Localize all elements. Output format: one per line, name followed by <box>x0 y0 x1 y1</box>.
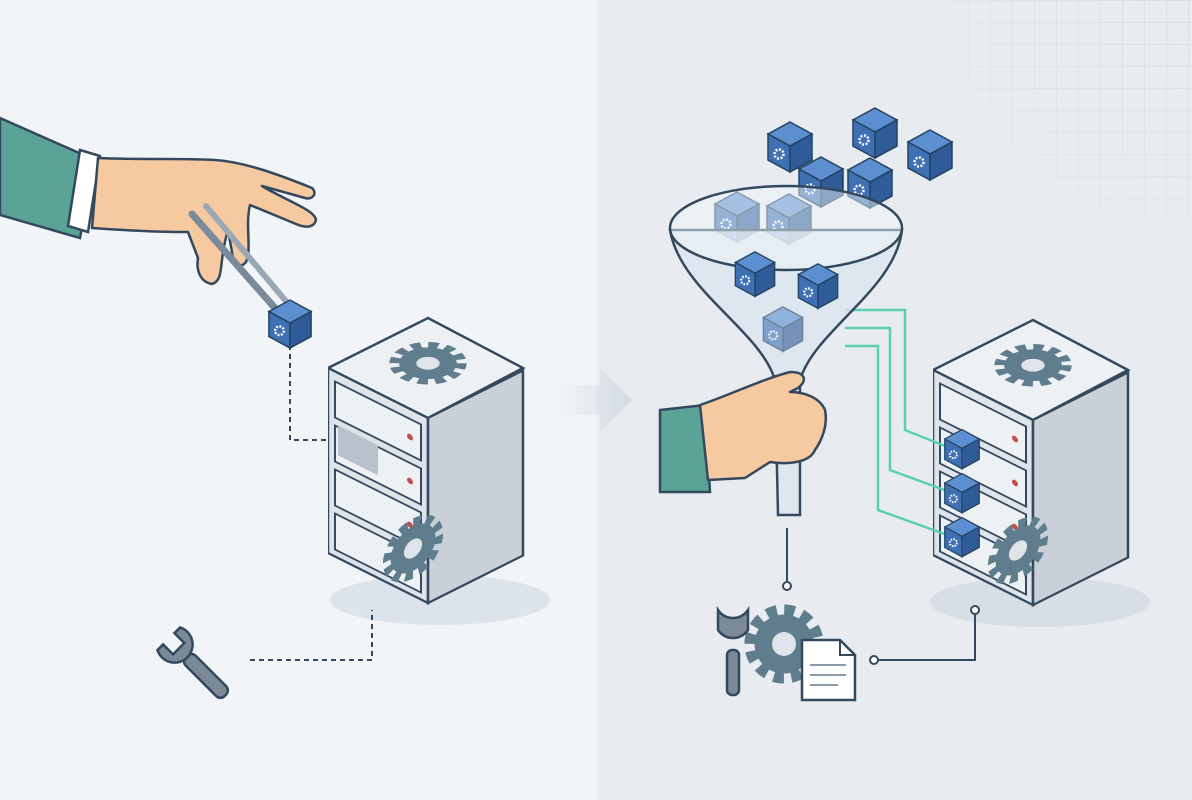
connector-line <box>876 612 976 661</box>
open-drawer-slot <box>338 425 378 476</box>
hand-icon <box>658 370 827 494</box>
dashed-connector <box>289 345 330 441</box>
connector-dot <box>970 605 980 615</box>
arrow-right-icon <box>550 368 632 432</box>
tweezers-icon <box>188 203 293 320</box>
server-shadow <box>330 575 550 625</box>
hand-icon <box>0 116 318 286</box>
connector-dot <box>869 655 879 665</box>
wrench-icon <box>156 626 230 700</box>
dashed-connector <box>250 610 373 661</box>
wrench-icon <box>716 605 750 697</box>
connector-dot <box>782 581 792 591</box>
loaded-cubes <box>943 428 981 558</box>
document-icon <box>800 638 857 702</box>
connector-lines <box>845 308 951 538</box>
